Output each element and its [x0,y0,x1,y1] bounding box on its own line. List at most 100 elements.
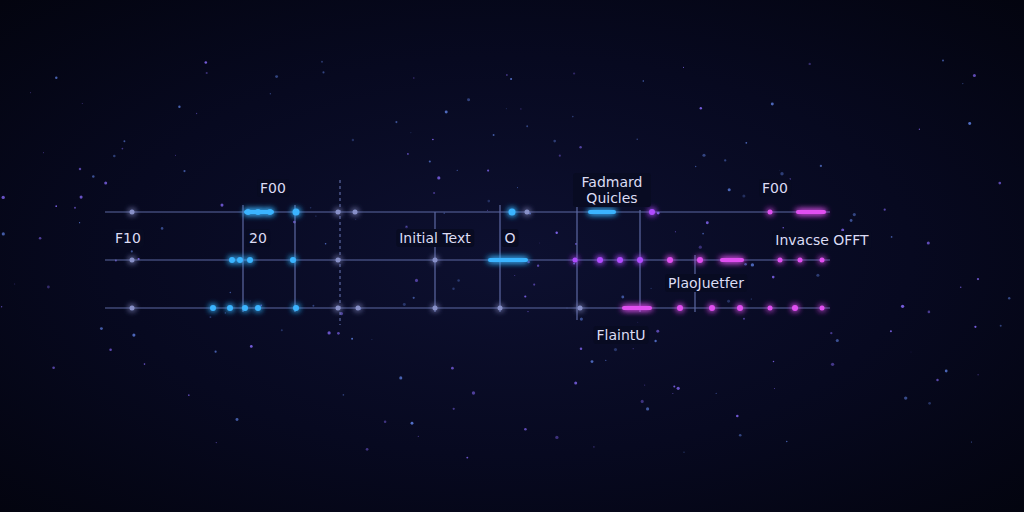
star-dot [270,93,271,94]
star-dot [773,361,774,362]
star-dot [451,367,454,370]
star-dot [161,227,164,230]
star-dot [977,374,978,375]
star-dot [407,153,409,155]
star-dot [275,75,278,78]
star-dot [633,348,634,349]
star-dot [751,263,754,266]
star-dot [772,276,775,279]
star-dot [395,121,397,123]
qubit-dot [637,257,643,263]
qubit-dot [433,258,438,263]
star-dot [55,205,57,207]
star-dot [591,360,594,363]
star-dot [786,441,787,442]
star-dot [673,385,675,387]
star-dot [205,61,208,64]
qubit-dot [820,258,825,263]
star-dot [830,332,832,334]
qubit-dot [290,257,296,263]
star-dot [574,381,577,384]
star-dot [654,340,656,342]
star-dot [743,318,745,320]
star-dot [131,250,133,252]
star-dot [745,142,747,144]
star-dot [43,152,45,154]
star-dot [310,207,312,209]
star-dot [751,298,752,299]
star-dot [778,169,780,171]
star-dot [80,196,83,199]
star-dot [325,243,327,245]
star-dot [92,175,95,178]
qubit-dot [509,209,516,216]
star-dot [573,263,575,265]
qubit-dot [820,306,825,311]
star-dot [104,182,107,185]
star-dot [327,331,330,334]
star-dot [517,187,518,188]
gate-pulse [246,210,272,214]
star-dot [514,275,515,276]
gate-label: Invacse OFFT [772,231,871,249]
qubit-dot [709,305,715,311]
qubit-dot [130,306,135,311]
star-dot [337,332,340,335]
star-dot [974,326,976,328]
qubit-dot [336,306,341,311]
star-dot [656,330,659,333]
star-dot [809,63,811,65]
star-dot [52,366,55,369]
star-dot [573,72,575,74]
star-dot [683,452,684,453]
star-dot [487,210,488,211]
qubit-dot [667,257,673,263]
star-dot [457,279,460,282]
star-dot [250,345,253,348]
barrier-line [339,180,340,325]
qubit-dot [227,305,233,311]
star-dot [675,231,676,232]
star-dot [510,78,512,80]
star-dot [505,108,507,110]
star-dot [220,204,223,207]
qubit-wire [105,259,830,260]
star-dot [437,176,440,179]
star-dot [355,219,356,220]
star-dot [716,393,717,394]
star-dot [236,418,239,421]
star-dot [820,165,822,167]
star-dot [30,92,32,94]
qubit-dot [433,306,438,311]
star-dot [527,261,530,264]
star-dot [1000,325,1002,327]
star-dot [962,83,963,84]
star-dot [472,391,475,394]
star-dot [183,170,185,172]
qubit-dot [210,305,216,311]
gate-label: FlaintU [593,326,648,344]
star-dot [466,457,468,459]
star-dot [643,80,645,82]
gate-label: F00 [257,179,289,197]
star-dot [559,155,561,157]
star-dot [520,108,521,109]
star-dot [936,379,938,381]
qubit-dot [242,305,248,311]
star-dot [727,300,730,303]
star-dot [487,170,489,172]
star-dot [109,348,112,351]
star-dot [418,436,419,437]
star-dot [537,265,539,267]
star-dot [55,77,57,79]
qubit-dot [353,210,358,215]
qubit-dot [336,210,341,215]
star-dot [209,316,211,318]
qubit-dot [737,305,743,311]
star-dot [724,159,726,161]
gate-pulse [624,306,650,310]
star-dot [699,246,702,249]
star-dot [683,67,684,68]
star-dot [79,222,80,223]
star-dot [468,99,470,101]
